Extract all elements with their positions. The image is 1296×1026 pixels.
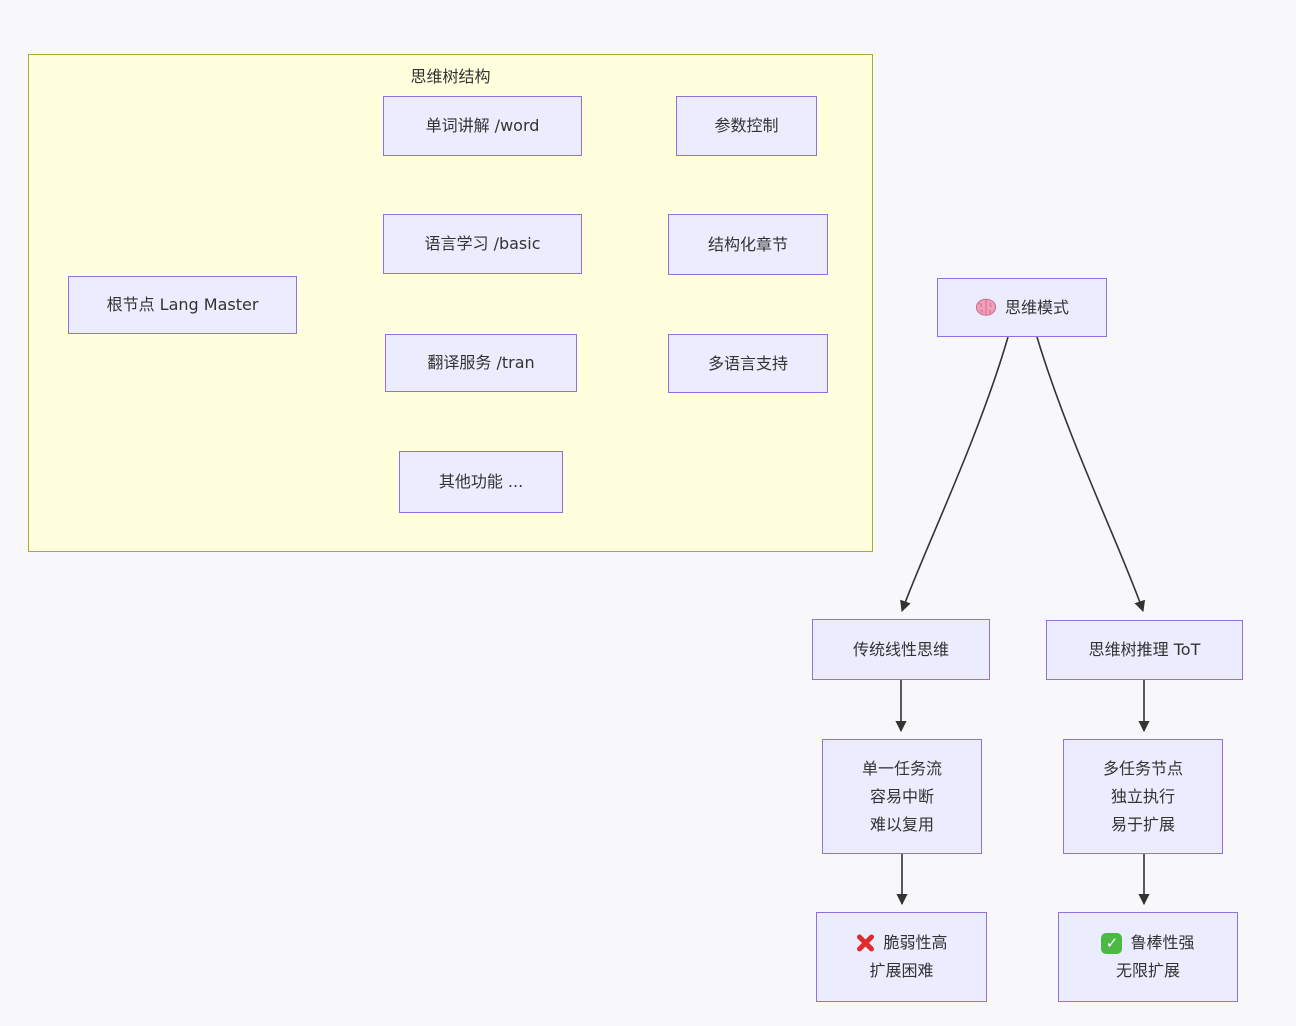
node-fragile-result: 脆弱性高 扩展困难: [816, 912, 987, 1002]
node-translation-service: 翻译服务 /tran: [385, 334, 577, 392]
node-single-task-flow: 单一任务流 容易中断 难以复用: [822, 739, 982, 854]
node-label: 参数控制: [714, 116, 779, 135]
brain-icon: [975, 298, 997, 316]
node-line: 无限扩展: [1115, 961, 1180, 980]
cross-mark-icon: [855, 933, 875, 953]
node-multi-task-nodes: 多任务节点 独立执行 易于扩展: [1063, 739, 1223, 854]
node-label: 单词讲解 /word: [425, 116, 540, 135]
node-word-explain: 单词讲解 /word: [383, 96, 582, 156]
node-label: 语言学习 /basic: [424, 234, 541, 253]
node-linear-thinking: 传统线性思维: [812, 619, 990, 680]
node-label: 传统线性思维: [852, 639, 949, 659]
node-robust-result: 鲁棒性强 无限扩展: [1058, 912, 1238, 1002]
node-label: 思维树推理 ToT: [1088, 640, 1201, 659]
node-structured-chapters: 结构化章节: [668, 214, 828, 275]
node-tot-reasoning: 思维树推理 ToT: [1046, 620, 1243, 680]
node-line: 难以复用: [869, 814, 934, 834]
node-line: 扩展困难: [869, 961, 934, 980]
node-root-lang-master: 根节点 Lang Master: [68, 276, 297, 334]
node-thinking-mode: 思维模式: [937, 278, 1107, 337]
node-line: 多任务节点: [1102, 758, 1183, 778]
node-line: 独立执行: [1110, 786, 1175, 806]
node-label: 结构化章节: [707, 234, 788, 254]
node-line: 容易中断: [869, 786, 934, 806]
node-label: 翻译服务 /tran: [427, 353, 535, 372]
node-other-features: 其他功能 ...: [399, 451, 563, 513]
edge-mind-linear: [900, 336, 1009, 613]
check-mark-icon: [1101, 932, 1123, 954]
node-line: 脆弱性高: [883, 933, 948, 952]
node-label: 思维模式: [1004, 297, 1069, 317]
node-multilang-support: 多语言支持: [668, 334, 828, 393]
node-language-learning: 语言学习 /basic: [383, 214, 582, 274]
edge-mind-tot: [1036, 336, 1146, 613]
node-label: 根节点 Lang Master: [106, 295, 259, 314]
node-line: 易于扩展: [1110, 814, 1175, 834]
subgraph-title: 思维树结构: [410, 67, 491, 86]
node-label: 其他功能 ...: [438, 472, 524, 491]
node-label: 多语言支持: [707, 353, 788, 373]
node-line: 鲁棒性强: [1130, 933, 1195, 952]
node-line: 单一任务流: [861, 758, 942, 778]
node-param-control: 参数控制: [676, 96, 817, 156]
